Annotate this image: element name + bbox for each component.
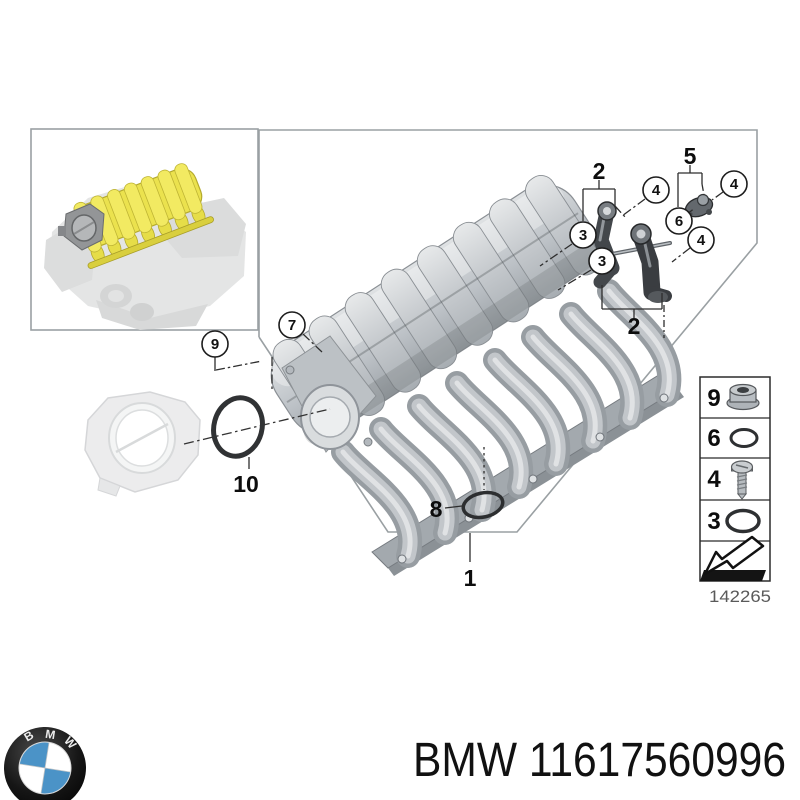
callout-circle-6-label: 6: [675, 213, 683, 230]
callout-circle-4a-label: 4: [652, 182, 661, 199]
diagram-code: 142265: [709, 587, 771, 606]
callout-circle-4a: 4: [642, 176, 670, 204]
callout-circle-7: 7: [278, 311, 306, 339]
throttle-flange: [281, 335, 377, 453]
flange-nut-icon: [726, 383, 760, 411]
logo-letter-m: M: [44, 727, 56, 742]
callout-label-5: 5: [684, 143, 697, 169]
o-ring-10-leader: [183, 408, 331, 445]
highlighted-intake-manifold: [72, 163, 214, 269]
callout-label-8: 8: [430, 496, 443, 522]
legend-item-6-number: 6: [707, 425, 720, 452]
ghost-throttle-body: [84, 391, 201, 497]
callout-circle-4c-label: 4: [697, 232, 706, 249]
callout-label-10: 10: [233, 471, 259, 497]
o-ring-large-icon: [725, 508, 761, 534]
callout-circle-6: 6: [665, 207, 693, 235]
screw-icon: [730, 460, 754, 500]
bmw-logo: B M W: [4, 727, 86, 800]
callout-label-2-bottom: 2: [628, 313, 641, 339]
o-ring-10: [211, 395, 265, 459]
callout-label-1: 1: [464, 565, 477, 591]
support-bracket-right: [630, 223, 672, 303]
part-number-text: BMW 11617560996: [413, 734, 786, 787]
callout-circle-3b-label: 3: [598, 253, 606, 270]
callout-circle-4c: 4: [687, 226, 715, 254]
callout-circle-4b: 4: [720, 170, 748, 198]
callout-circle-7-label: 7: [288, 317, 296, 334]
o-ring-8: [461, 490, 505, 520]
callout-circle-3b: 3: [588, 247, 616, 275]
inset-throttle-body: [58, 203, 105, 251]
engine-location-inset: [30, 128, 259, 331]
diagram-frame: [258, 129, 758, 533]
callout-circle-4b-label: 4: [730, 176, 739, 193]
callout-circle-9: 9: [201, 330, 229, 358]
leader-lines: [214, 165, 724, 562]
callout-circle-3a: 3: [569, 221, 597, 249]
legend-item-9-number: 9: [707, 385, 720, 412]
legend-item-4-number: 4: [707, 466, 721, 493]
direction-arrow-icon: [700, 535, 766, 581]
callout-label-2-top: 2: [593, 158, 606, 184]
legend-item-3-number: 3: [707, 508, 720, 535]
o-ring-small-icon: [729, 428, 759, 448]
fastener-legend: 9 6 4 3: [699, 376, 771, 582]
callout-circle-9-label: 9: [211, 336, 219, 353]
callout-circle-3a-label: 3: [579, 227, 587, 244]
